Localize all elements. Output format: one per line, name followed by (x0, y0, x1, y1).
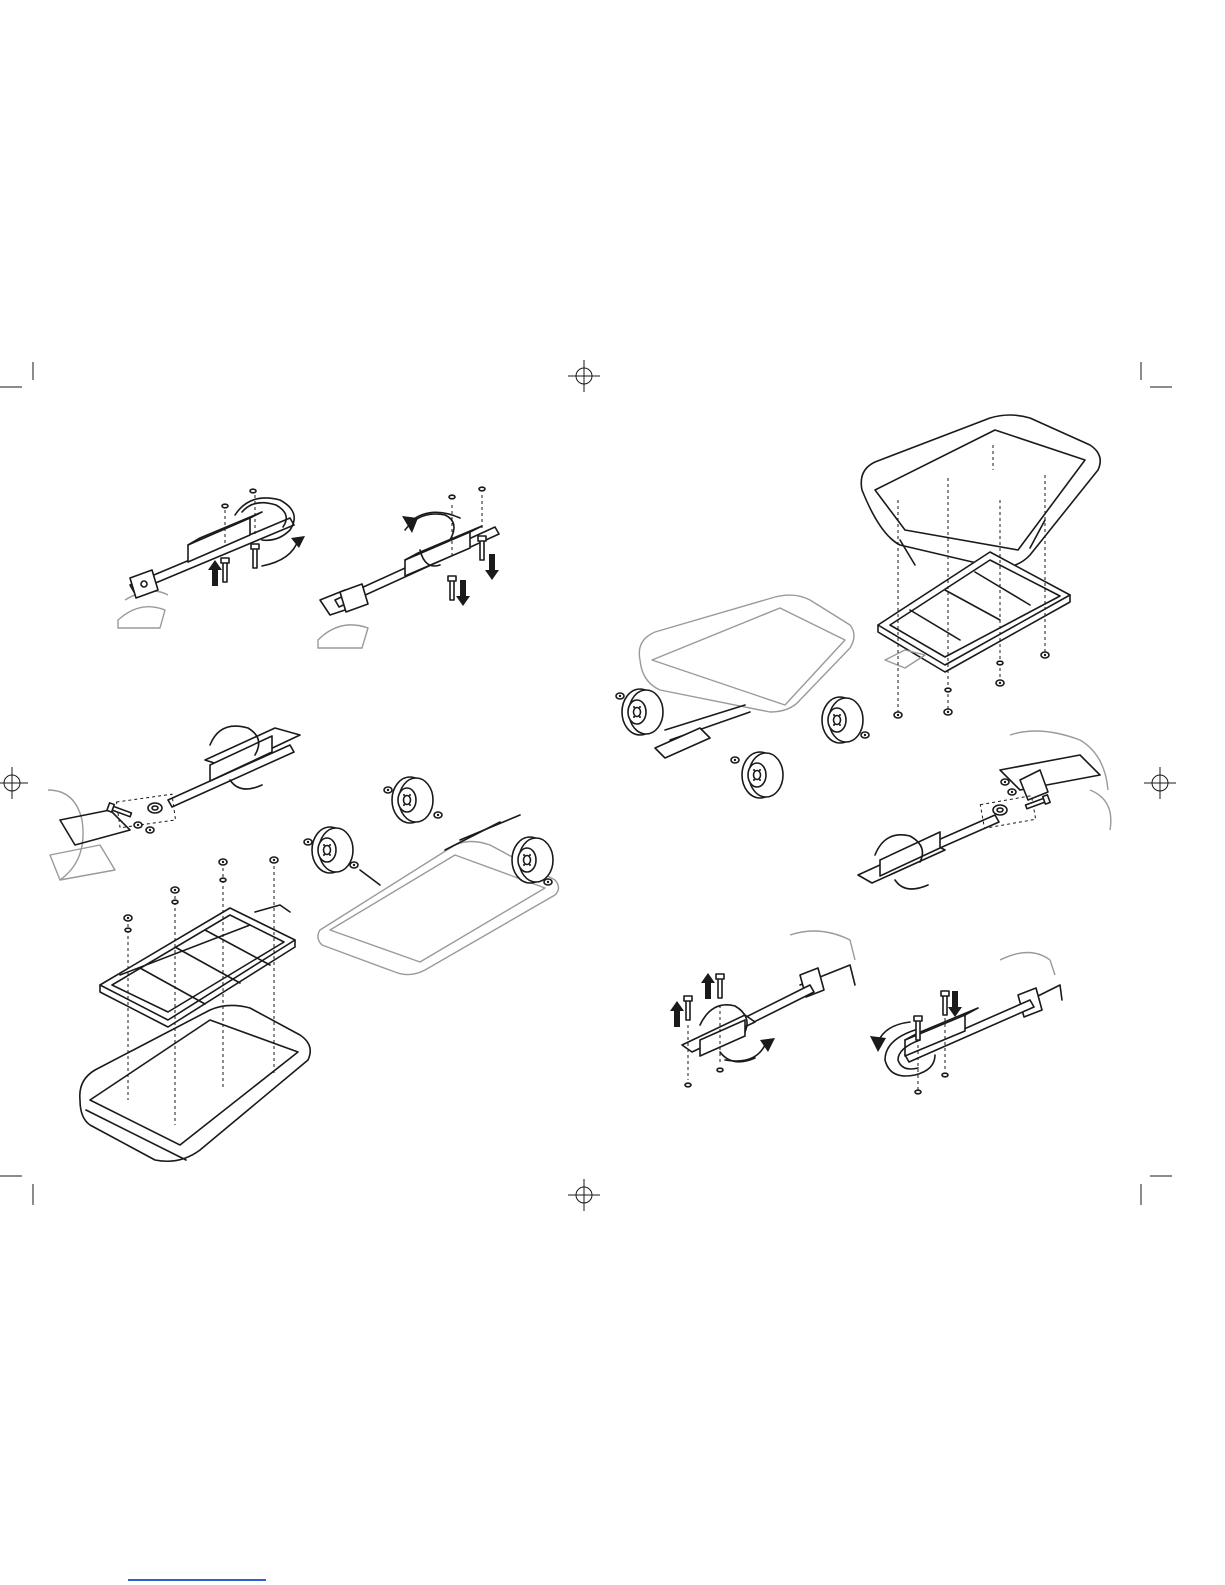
nut-icon (125, 928, 131, 932)
nut-icon (997, 661, 1003, 665)
nut-icon (449, 495, 455, 499)
nut-icon (219, 859, 227, 865)
bolt-icon (448, 576, 456, 600)
step-left-mid-2 (304, 777, 559, 975)
registration-mark-icon (568, 360, 600, 392)
nut-icon (434, 812, 442, 818)
step-right-bottom-2 (870, 953, 1062, 1094)
bolt-icon (941, 991, 949, 1015)
step-left-mid-1 (48, 726, 300, 880)
nut-icon (861, 732, 869, 738)
nut-icon (172, 900, 178, 904)
registration-mark-icon (568, 1179, 600, 1211)
registration-mark-icon (0, 767, 28, 799)
nut-icon (894, 712, 902, 718)
crop-mark-icon (1141, 1176, 1172, 1205)
arrow-down-icon (948, 991, 962, 1017)
arrow-down-icon (456, 580, 470, 606)
step-right-bottom-1 (670, 931, 855, 1087)
nut-icon (731, 757, 739, 763)
nut-icon (915, 1090, 921, 1094)
wheel-icon (822, 697, 863, 743)
nut-icon (270, 857, 278, 863)
arrow-down-icon (485, 554, 499, 580)
arrow-up-icon (208, 560, 222, 586)
nut-icon (717, 1068, 723, 1072)
nut-icon (945, 688, 951, 692)
crop-mark-icon (0, 1176, 33, 1205)
nut-icon (479, 487, 485, 491)
nut-icon (134, 822, 142, 828)
bolt-icon (251, 544, 259, 568)
rotate-arrow-icon (291, 536, 305, 548)
nut-icon (544, 879, 552, 885)
nut-icon (304, 839, 312, 845)
nut-icon (124, 915, 132, 921)
crop-mark-icon (0, 362, 33, 387)
wheel-icon (512, 837, 553, 883)
nut-icon (220, 878, 226, 882)
nut-icon (384, 787, 392, 793)
wheel-icon (742, 752, 783, 798)
nut-icon (146, 827, 154, 833)
link-underline[interactable] (128, 1579, 266, 1581)
nut-icon (996, 680, 1004, 686)
bolt-icon (914, 1016, 922, 1040)
step-right-top-1 (616, 595, 869, 798)
nut-icon (1008, 789, 1016, 795)
arrow-up-icon (701, 973, 715, 999)
nut-icon (250, 489, 256, 493)
wheel-icon (622, 689, 663, 735)
bolt-icon (478, 536, 486, 560)
step-left-top-1 (118, 489, 305, 628)
wheel-icon (392, 777, 433, 823)
nut-icon (685, 1083, 691, 1087)
bolt-icon (221, 558, 229, 582)
step-left-bottom (80, 857, 310, 1161)
registration-mark-icon (1144, 767, 1176, 799)
wheel-icon (312, 827, 353, 873)
nut-icon (350, 862, 358, 868)
arrow-up-icon (670, 1001, 684, 1027)
bolt-icon (684, 996, 692, 1020)
nut-icon (171, 887, 179, 893)
step-left-top-2 (318, 487, 499, 648)
step-right-mid (858, 731, 1111, 889)
step-right-top-2 (861, 415, 1100, 718)
nut-icon (944, 709, 952, 715)
bolt-icon (716, 974, 724, 998)
nut-icon (1001, 779, 1009, 785)
nut-icon (942, 1073, 948, 1077)
rotate-arrow-icon (870, 1036, 886, 1052)
nut-icon (616, 693, 624, 699)
crop-mark-icon (1141, 362, 1172, 387)
bolt-icon (107, 803, 132, 819)
nut-icon (1041, 652, 1049, 658)
nut-icon (222, 504, 228, 508)
